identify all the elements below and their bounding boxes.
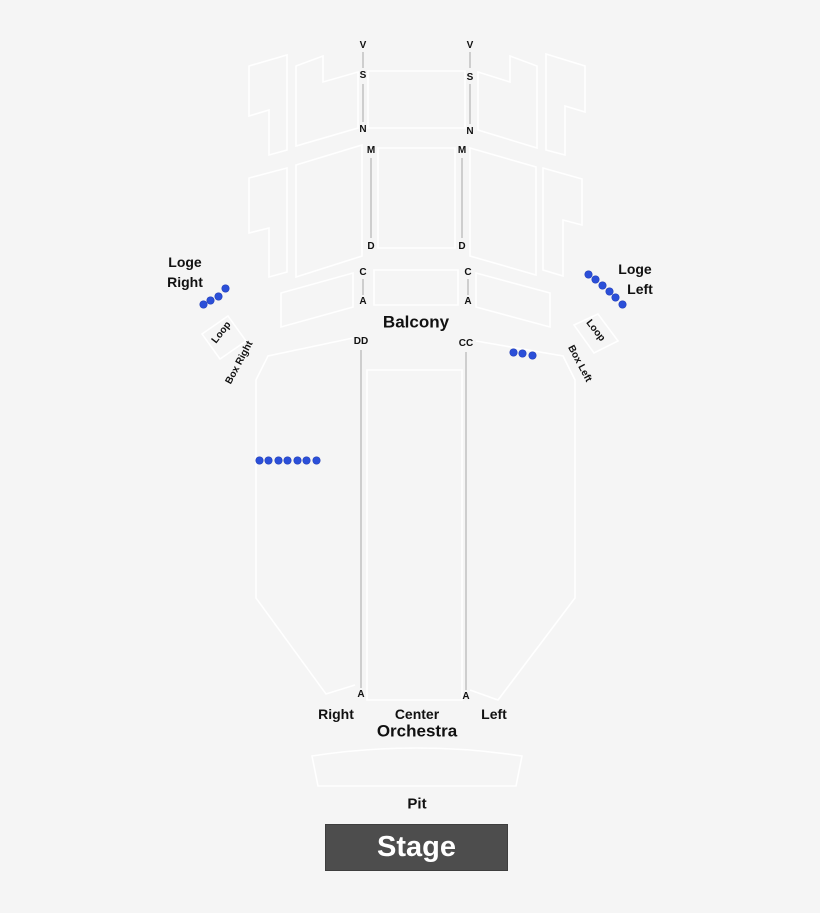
- section-orchestra-right[interactable]: Right: [318, 706, 354, 722]
- wheelchair-icon: [519, 350, 526, 357]
- wheelchair-icon: [585, 271, 592, 278]
- wheelchair-icon: [265, 457, 272, 464]
- row-marker-cc: CC: [458, 338, 474, 349]
- row-marker-n-left: N: [359, 124, 367, 135]
- section-loge-left-line2[interactable]: Left: [627, 281, 653, 297]
- aisle-lines: [360, 52, 471, 690]
- row-marker-a-orch-left: A: [357, 689, 365, 700]
- row-marker-n-right: N: [466, 126, 474, 137]
- row-marker-m-right: M: [457, 145, 467, 156]
- wheelchair-icon: [303, 457, 310, 464]
- balcony-upper-left-sections[interactable]: [248, 53, 363, 279]
- row-marker-d-right: D: [458, 241, 466, 252]
- balcony-center-sections[interactable]: [280, 70, 551, 329]
- row-marker-c-right: C: [464, 267, 472, 278]
- orchestra-outlines[interactable]: [255, 337, 576, 787]
- wheelchair-icon: [222, 285, 229, 292]
- row-marker-dd: DD: [353, 336, 369, 347]
- section-loge-left-line1[interactable]: Loge: [618, 261, 652, 277]
- wheelchair-icon: [275, 457, 282, 464]
- wheelchair-icon: [200, 301, 207, 308]
- wheelchair-icon: [313, 457, 320, 464]
- wheelchair-icon: [256, 457, 263, 464]
- wheelchair-icon: [592, 276, 599, 283]
- row-marker-v-right: V: [466, 40, 474, 51]
- wheelchair-icon: [606, 288, 613, 295]
- wheelchair-icon: [599, 282, 606, 289]
- wheelchair-icon: [207, 297, 214, 304]
- row-marker-v-left: V: [359, 40, 367, 51]
- wheelchair-icon: [529, 352, 536, 359]
- section-loge-right-line2[interactable]: Right: [167, 274, 203, 290]
- section-loge-right-line1[interactable]: Loge: [168, 254, 202, 270]
- row-marker-m-left: M: [366, 145, 376, 156]
- wheelchair-icon: [215, 293, 222, 300]
- section-orchestra-left[interactable]: Left: [481, 706, 507, 722]
- balcony-upper-right-sections[interactable]: [469, 52, 586, 278]
- row-marker-c-left: C: [359, 267, 367, 278]
- box-loop-outlines[interactable]: [200, 313, 620, 361]
- row-marker-s-right: S: [466, 72, 474, 83]
- wheelchair-icon: [612, 294, 619, 301]
- stage: Stage: [325, 824, 508, 871]
- row-marker-a-right: A: [464, 296, 472, 307]
- wheelchair-icon: [510, 349, 517, 356]
- section-orchestra: Orchestra: [376, 721, 458, 741]
- wheelchair-icon: [284, 457, 291, 464]
- row-marker-a-orch-right: A: [462, 691, 470, 702]
- row-marker-d-left: D: [367, 241, 375, 252]
- wheelchair-icon: [619, 301, 626, 308]
- section-pit[interactable]: Pit: [407, 795, 427, 813]
- row-marker-a-left: A: [359, 296, 367, 307]
- row-marker-s-left: S: [359, 70, 367, 81]
- section-orchestra-center[interactable]: Center: [394, 706, 440, 722]
- wheelchair-icon: [294, 457, 301, 464]
- section-balcony[interactable]: Balcony: [382, 312, 450, 332]
